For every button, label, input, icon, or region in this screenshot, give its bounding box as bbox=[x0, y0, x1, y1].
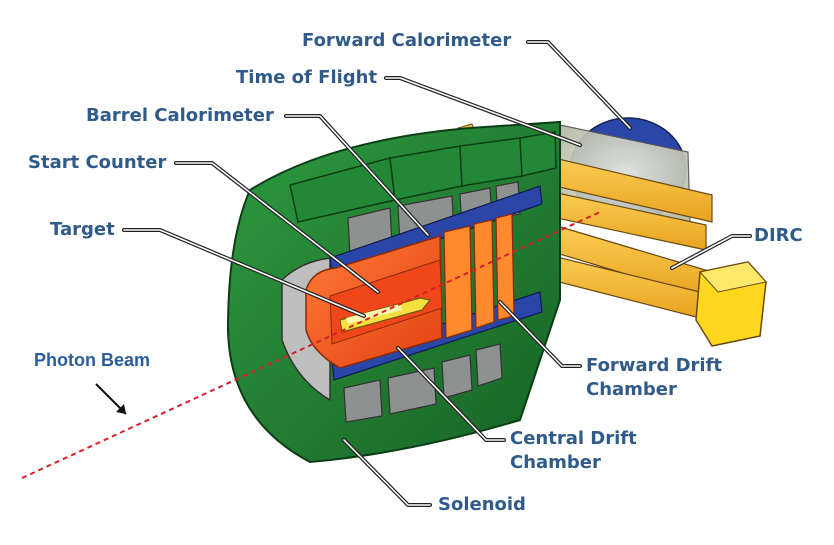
central-drift-chamber bbox=[305, 234, 443, 369]
label-central-drift-line2: Chamber bbox=[510, 452, 601, 473]
leader-lines bbox=[122, 40, 752, 507]
label-forward-drift-line2: Chamber bbox=[586, 379, 677, 400]
label-central-drift-line1: Central Drift bbox=[510, 428, 637, 449]
label-dirc: DIRC bbox=[754, 225, 803, 246]
photon-beam-line bbox=[21, 211, 601, 479]
label-photon-beam: Photon Beam bbox=[34, 350, 151, 370]
label-barrel-calorimeter: Barrel Calorimeter bbox=[86, 105, 274, 126]
label-target: Target bbox=[50, 219, 115, 240]
photon-beam-arrow bbox=[95, 383, 127, 415]
dirc bbox=[519, 149, 767, 347]
label-forward-calorimeter: Forward Calorimeter bbox=[302, 30, 512, 51]
label-time-of-flight: Time of Flight bbox=[236, 67, 378, 88]
label-start-counter: Start Counter bbox=[28, 152, 167, 173]
label-solenoid: Solenoid bbox=[438, 494, 526, 515]
label-forward-drift-line1: Forward Drift bbox=[586, 355, 723, 376]
